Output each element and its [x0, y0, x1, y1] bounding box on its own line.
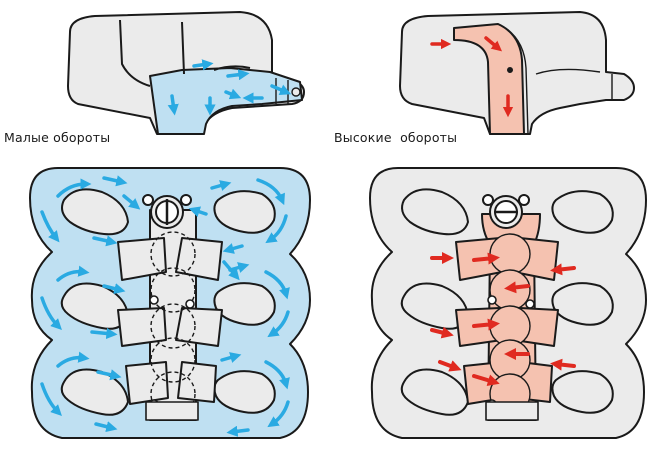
caption-low-rpm: Малые обороты	[4, 130, 111, 145]
top-view-low-rpm	[29, 167, 311, 439]
caption-high-rpm: Высокие обороты	[334, 130, 458, 145]
flow-arrow-icon	[167, 59, 292, 116]
runner-loop	[213, 190, 276, 234]
runner-loop	[213, 282, 276, 326]
side-view-low-rpm	[67, 11, 305, 135]
runner-loop	[213, 370, 276, 414]
runner-loop	[400, 188, 614, 416]
throttle-valve-icon	[142, 194, 192, 229]
low-flow-channel	[149, 67, 303, 135]
flow-arrow-icon	[430, 252, 576, 387]
flow-arrow-icon	[40, 175, 290, 437]
runner-loop	[61, 188, 129, 236]
throttle-valve-icon	[482, 194, 530, 229]
valve-circle	[150, 231, 196, 417]
top-view-high-rpm	[369, 167, 647, 439]
side-view-high-rpm	[399, 11, 635, 135]
runner-loop	[60, 282, 129, 330]
long-runner-wall	[119, 19, 251, 87]
port-sleeve	[117, 237, 223, 405]
flow-arrow-icon	[430, 36, 514, 118]
